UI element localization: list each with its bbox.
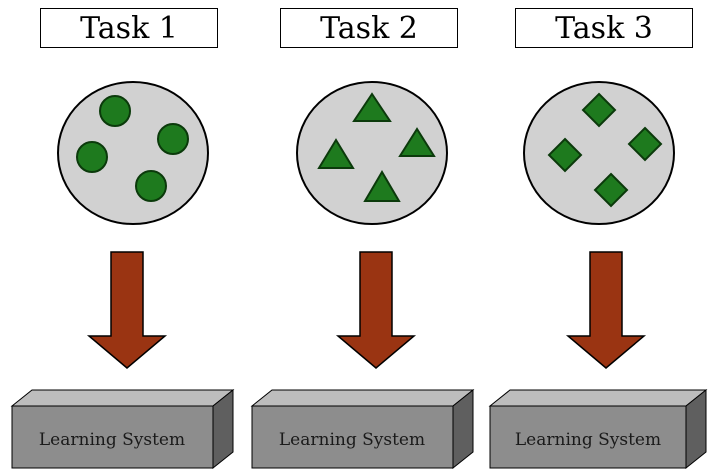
task-2-learning-system-box: Learning System (250, 388, 475, 470)
task-3-learning-system-box: Learning System (488, 388, 708, 470)
task-1-title-box: Task 1 (40, 8, 218, 48)
task-2-arrow (335, 251, 417, 369)
triangle-example (317, 138, 355, 169)
triangle-example (363, 170, 401, 202)
task-1-arrow (86, 251, 168, 369)
triangle-example (398, 127, 436, 157)
task-1-title: Task 1 (80, 10, 178, 46)
circle-example (135, 170, 167, 202)
diamond-example (547, 137, 583, 173)
task-1-example-pool (57, 81, 209, 225)
task-3-title-box: Task 3 (515, 8, 693, 48)
task-1-learning-system-box: Learning System (10, 388, 235, 470)
triangle-example (352, 92, 392, 122)
circle-example (99, 95, 131, 127)
task-1-learning-system-label: Learning System (39, 430, 185, 450)
circle-example (76, 141, 108, 173)
task-3-title: Task 3 (555, 10, 653, 46)
task-2-learning-system-label: Learning System (279, 430, 425, 450)
diamond-example (627, 126, 663, 162)
task-3-arrow (565, 251, 647, 369)
diamond-example (593, 172, 629, 208)
task-2-title: Task 2 (320, 10, 418, 46)
task-3-example-pool (523, 81, 675, 225)
task-3-learning-system-label: Learning System (515, 430, 661, 450)
task-2-title-box: Task 2 (280, 8, 458, 48)
circle-example (157, 123, 189, 155)
diamond-example (581, 92, 617, 128)
task-2-example-pool (296, 81, 448, 225)
